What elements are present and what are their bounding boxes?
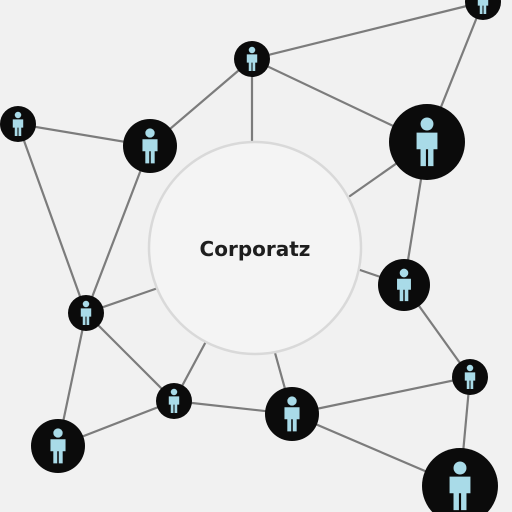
person-node [234, 41, 270, 77]
edge [84, 311, 176, 403]
edge [16, 122, 88, 315]
person-node [378, 259, 430, 311]
person-node [452, 359, 488, 395]
person-node [123, 119, 177, 173]
person-node [68, 295, 104, 331]
person-node [31, 419, 85, 473]
person-node [389, 104, 465, 180]
person-node [422, 448, 498, 512]
edge [290, 375, 472, 416]
person-node [265, 387, 319, 441]
nodes [0, 0, 501, 512]
person-node [156, 383, 192, 419]
hub-label: Corporatz [200, 237, 311, 261]
edge [84, 144, 152, 315]
edge [250, 0, 485, 61]
person-node [0, 106, 36, 142]
person-node [465, 0, 501, 20]
central-hub: Corporatz [147, 140, 363, 356]
